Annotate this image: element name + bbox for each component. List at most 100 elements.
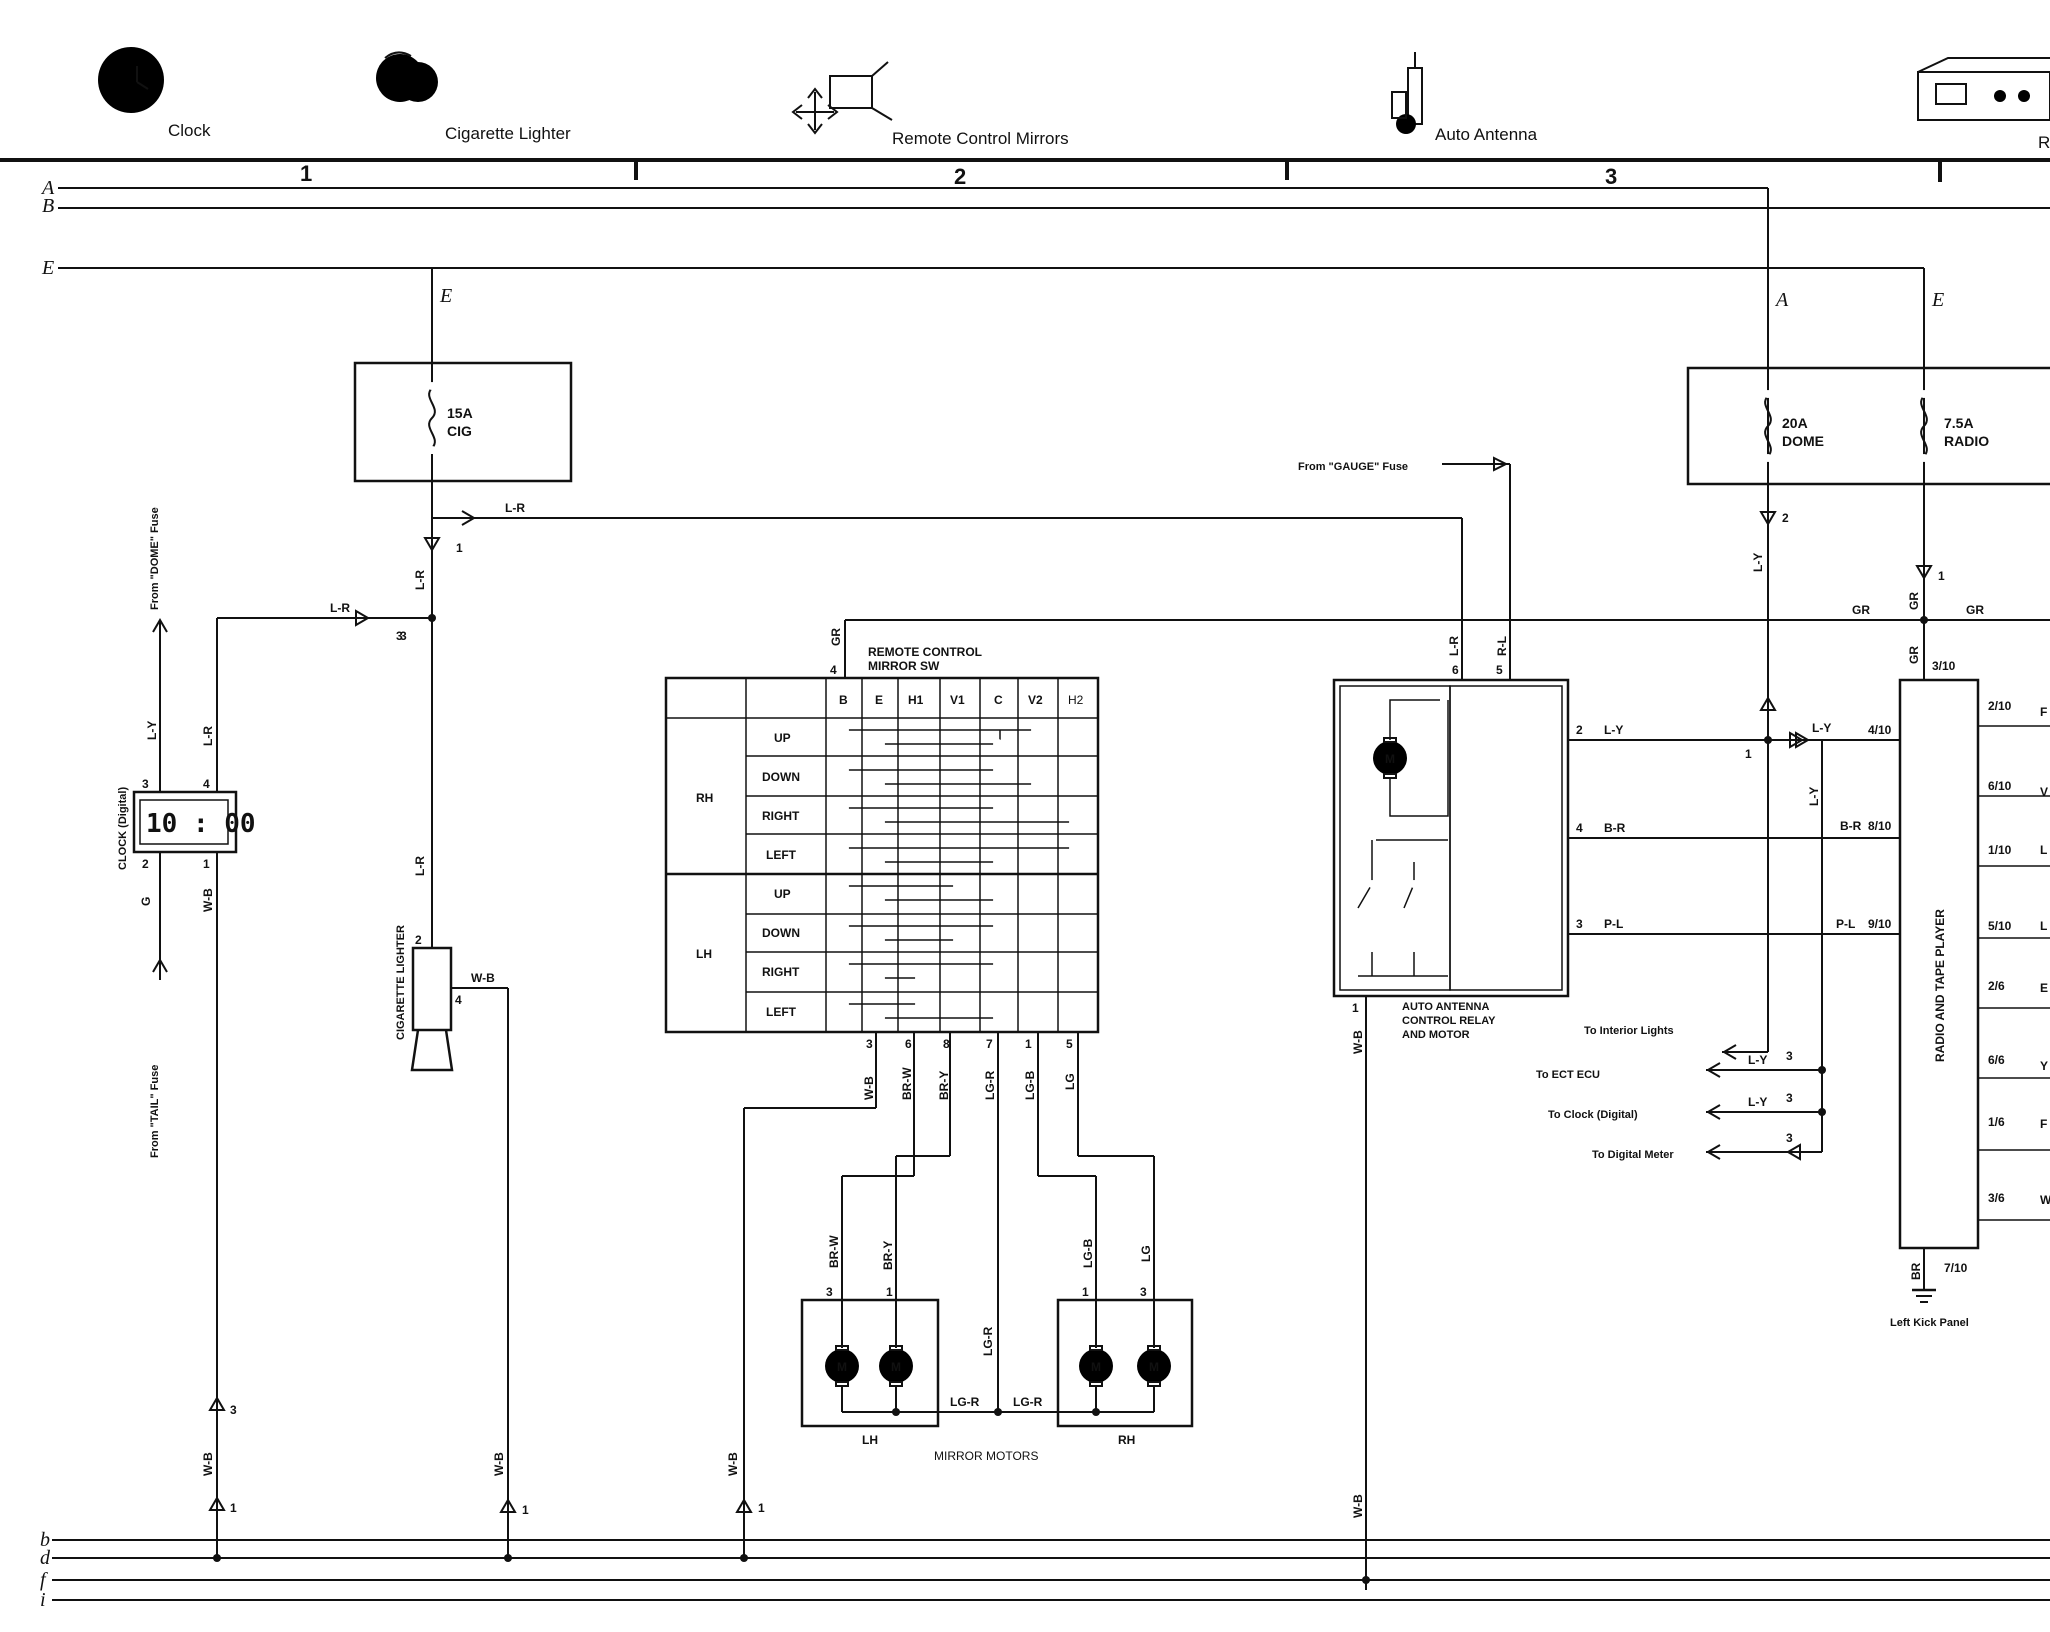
wire-l-r-clock: L-R: [330, 601, 350, 615]
cig-lighter-label: CIGARETTE LIGHTER: [395, 925, 407, 1040]
common-wire-lg-r-right: LG-R: [1013, 1395, 1043, 1409]
mirror-sw-col-v2: V2: [1028, 693, 1043, 707]
component-label-cig-lighter: Cigarette Lighter: [445, 124, 571, 143]
radio-fuse-name: RADIO: [1944, 433, 1989, 449]
radio-right-wire-8: W: [2040, 1193, 2050, 1207]
auto-antenna: From "GAUGE" Fuse L-R R-L 6 5 M 2: [1298, 456, 1900, 1590]
rh-motor-1-symbol: M: [1091, 1360, 1101, 1374]
mirror-motors-rh: RH: [1118, 1433, 1135, 1447]
wire-clock-l-y: L-Y: [145, 721, 159, 740]
bus-label-e: E: [41, 257, 54, 279]
clock-ground-pin-3: 3: [230, 1403, 237, 1417]
bottom-buses: b d f i: [40, 1529, 2050, 1611]
radio-right-pin-2: 6/10: [1988, 779, 2012, 793]
mirror-sw-group-lh: LH: [696, 947, 712, 961]
cig-pin-3: 3: [400, 629, 407, 643]
rh-wire-lg-b: LG-B: [1081, 1238, 1095, 1268]
mirror-sw-pin-3: 3: [866, 1037, 873, 1051]
radio-right-wire-1: F: [2040, 705, 2047, 719]
clock-pin-2: 2: [142, 857, 149, 871]
component-label-mirrors: Remote Control Mirrors: [892, 129, 1069, 148]
mirror-sw-col-b: B: [839, 693, 848, 707]
radio-right-pin-8: 3/6: [1988, 1191, 2005, 1205]
radio-right-pin-7: 1/6: [1988, 1115, 2005, 1129]
drop-label-a-dome: A: [1774, 289, 1789, 311]
cig-fuse-rating: 15A: [447, 405, 473, 421]
lh-wire-br-y: BR-Y: [881, 1241, 895, 1270]
mirror-sw-row-rh-down: DOWN: [762, 770, 800, 784]
mirror-sw-col-e: E: [875, 693, 883, 707]
antenna-pin-2: 2: [1576, 723, 1583, 737]
radio-b-r-label: B-R: [1840, 819, 1862, 833]
antenna-wire-r-l: R-L: [1495, 636, 1509, 656]
rh-motor-2-symbol: M: [1149, 1360, 1159, 1374]
dome-radio-fuse-box: 20A DOME 7.5A RADIO: [1686, 366, 2050, 486]
radio-right-wire-3: L: [2040, 843, 2047, 857]
antenna-caption-3: AND MOTOR: [1402, 1029, 1470, 1041]
mirror-sw-row-lh-right: RIGHT: [762, 965, 800, 979]
clock-display: 10 : 00: [146, 809, 256, 839]
radio-right-wire-5: E: [2040, 981, 2048, 995]
mirror-icon: [791, 61, 893, 135]
radio-right-pin-1: 2/10: [1988, 699, 2012, 713]
mirror-sw-pin-1: 1: [1025, 1037, 1032, 1051]
cig-lighter-pin-4: 4: [455, 993, 462, 1007]
mirror-sw-row-rh-up: UP: [774, 731, 791, 745]
mirror-sw-wire-w-b: W-B: [862, 1076, 876, 1100]
ect-pin: 3: [1786, 1049, 1793, 1063]
wire-cig-ground-w-b: W-B: [492, 1452, 506, 1476]
clock-section: L-R 3 From "DOME" Fuse L-Y L-R 10 : 00 3…: [117, 507, 436, 1556]
cig-fuse-name: CIG: [447, 423, 472, 439]
clock-wire-l-y: L-Y: [1748, 1095, 1767, 1109]
top-buses: A B E E A E: [40, 177, 2050, 560]
right-wiring: 2 L-Y 1 L-Y L-Y L-Y 3 L-Y 3 3 To Interio…: [1536, 462, 2050, 1329]
wire-clock-w-b: W-B: [201, 888, 215, 912]
mirror-sw-wire-br-w: BR-W: [900, 1067, 914, 1100]
branch-wire-l-y: L-Y: [1807, 787, 1821, 806]
radio-gr-wire-4: GR: [1907, 646, 1921, 664]
mirror-motors-caption: MIRROR MOTORS: [934, 1449, 1038, 1463]
radio-gr-wire-1: GR: [1907, 592, 1921, 610]
mirror-sw-row-lh-down: DOWN: [762, 926, 800, 940]
wire-cig-l-r-antenna: L-R: [505, 501, 525, 515]
wire-cig-l-r-down: L-R: [413, 570, 427, 590]
wire-cig-w-b: W-B: [471, 971, 495, 985]
radio-wire-l-y: L-Y: [1812, 721, 1831, 735]
mirror-sw-pin-8: 8: [943, 1037, 950, 1051]
mirror-sw-wire-br-y: BR-Y: [937, 1071, 951, 1100]
radio-gr-wire-3: GR: [1966, 603, 1984, 617]
mirror-motors-lh: LH: [862, 1433, 878, 1447]
wire-cig-l-r-lower: L-R: [413, 856, 427, 876]
rh-wire-lg: LG: [1139, 1245, 1153, 1262]
ect-wire-l-y: L-Y: [1748, 1053, 1767, 1067]
radio-ground-label: Left Kick Panel: [1890, 1317, 1969, 1329]
dome-fuse-name: DOME: [1782, 433, 1824, 449]
dome-wire-l-y: L-Y: [1751, 553, 1765, 572]
radio-right-pin-4: 5/10: [1988, 919, 2012, 933]
antenna-wire-p-l: P-L: [1604, 917, 1623, 931]
radio-fuse-rating: 7.5A: [1944, 415, 1974, 431]
radio-right-wire-7: F: [2040, 1117, 2047, 1131]
cig-lighter-section: 1 L-R L-R 3 L-R 2 4 CIGARETTE LIGHTER W-…: [395, 501, 1463, 1556]
clock-icon: [98, 47, 164, 113]
lh-pin-1: 1: [886, 1285, 893, 1299]
mirror-sw-row-lh-up: UP: [774, 887, 791, 901]
antenna-pin-6: 6: [1452, 663, 1459, 677]
mirror-sw-ground-wire: W-B: [726, 1452, 740, 1476]
bus-label-b: B: [42, 195, 54, 217]
antenna-motor-symbol: M: [1385, 752, 1395, 766]
wire-clock-ground-w-b: W-B: [201, 1452, 215, 1476]
common-wire-lg-r-vertical: LG-R: [981, 1326, 995, 1356]
bus-label-b-bottom: b: [40, 1529, 50, 1551]
mirror-sw-row-rh-left: LEFT: [766, 848, 797, 862]
radio-icon: [1917, 57, 2050, 121]
mirror-sw-wire-lg-b: LG-B: [1023, 1070, 1037, 1100]
bus-label-i-bottom: i: [40, 1589, 46, 1611]
radio-label: RADIO AND TAPE PLAYER: [1933, 909, 1947, 1062]
antenna-pin-4: 4: [1576, 821, 1583, 835]
wire-clock-g: G: [139, 897, 153, 906]
mirror-sw-row-lh-left: LEFT: [766, 1005, 797, 1019]
dome-out-pin: 2: [1782, 511, 1789, 525]
clock-feed-pin: 3: [396, 629, 403, 643]
antenna-caption-1: AUTO ANTENNA: [1402, 1001, 1489, 1013]
